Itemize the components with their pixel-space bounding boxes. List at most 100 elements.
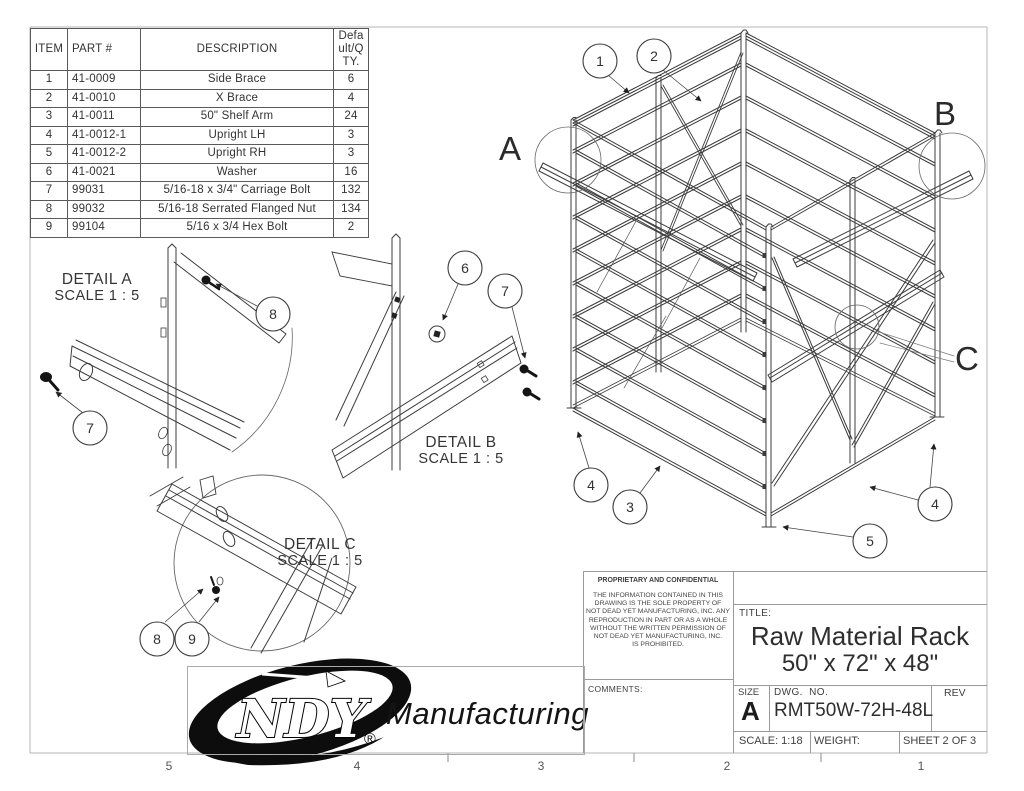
comments-label: COMMENTS: — [588, 684, 643, 694]
front-left-arms — [572, 119, 767, 517]
col-item: ITEM — [30, 28, 68, 71]
hex-bolt-target — [210, 576, 220, 594]
title-label: TITLE: — [739, 608, 772, 619]
drawing-title-line2: 50" x 72" x 48" — [781, 650, 939, 677]
cell-desc: 5/16-18 Serrated Flanged Nut — [140, 199, 334, 219]
balloon-1: 1 — [596, 53, 604, 69]
detail-a-label: DETAIL A — [61, 271, 133, 288]
zone-number-3: 3 — [537, 759, 545, 773]
proprietary-line: NOT DEAD YET MANUFACTURING, INC. ANY — [586, 608, 730, 616]
logo-registered-mark: ® — [364, 731, 376, 748]
loose-arm-b — [792, 170, 974, 268]
logo-manufacturing-text: Manufacturing — [386, 696, 589, 731]
cell-part: 41-0012-1 — [67, 125, 141, 145]
detail-a-scale: SCALE 1 : 5 — [54, 288, 140, 304]
cell-part: 99032 — [67, 199, 141, 219]
detail-c-scale: SCALE 1 : 5 — [277, 553, 363, 569]
weight-label: WEIGHT: — [814, 735, 860, 747]
right-face-shelf-arms — [745, 32, 936, 417]
x-brace — [660, 51, 744, 252]
proprietary-paragraph: THE INFORMATION CONTAINED IN THIS DRAWIN… — [585, 592, 731, 649]
cell-qty: 6 — [333, 70, 369, 90]
cell-desc: Upright LH — [140, 125, 334, 145]
size-label: SIZE — [738, 687, 760, 698]
logo-box — [187, 666, 585, 755]
detail-c-drawing — [149, 474, 357, 654]
detail-b-scale: SCALE 1 : 5 — [418, 451, 504, 467]
cell-desc: X Brace — [140, 88, 334, 108]
balloon-8-detail-a: 8 — [269, 306, 277, 322]
proprietary-line: REPRODUCTION IN PART OR AS A WHOLE — [588, 616, 728, 624]
cell-qty: 132 — [333, 181, 369, 201]
view-c-leaders — [875, 330, 955, 363]
cell-item: 2 — [30, 88, 68, 108]
cell-qty: 134 — [333, 199, 369, 219]
balloon-circles — [72, 38, 953, 657]
carriage-bolts-icon — [519, 364, 541, 401]
rev-label: REV — [944, 687, 966, 699]
view-letter-b: B — [934, 95, 957, 132]
cell-item: 4 — [30, 125, 68, 145]
cell-part: 99104 — [67, 218, 141, 238]
proprietary-line: NOT DEAD YET MANUFACTURING, INC. — [593, 633, 723, 641]
cell-desc: Side Brace — [140, 70, 334, 90]
dwg-no-value: RMT50W-72H-48L — [774, 700, 934, 721]
zone-number-1: 1 — [917, 759, 925, 773]
cell-item: 3 — [30, 107, 68, 127]
detail-view-circles — [534, 126, 986, 350]
proprietary-line: IS PROHIBITED. — [632, 641, 684, 649]
col-qty: Default/QTY. — [333, 28, 369, 71]
cell-item: 6 — [30, 162, 68, 182]
sheet-text: SHEET 2 OF 3 — [903, 735, 977, 747]
detail-b-label: DETAIL B — [425, 434, 497, 451]
detail-c-label: DETAIL C — [283, 536, 357, 553]
cell-item: 5 — [30, 144, 68, 164]
proprietary-line: WITHOUT THE WRITTEN PERMISSION OF — [590, 624, 726, 632]
balloon-9-detail-c: 9 — [188, 631, 196, 647]
col-description: DESCRIPTION — [140, 28, 334, 71]
balloon-7-detail-a: 7 — [86, 420, 94, 436]
front-right-braces — [770, 132, 936, 517]
scale-text: SCALE: 1:18 — [739, 735, 803, 747]
balloon-8-detail-c: 8 — [153, 631, 161, 647]
drawing-title-line1: Raw Material Rack — [750, 621, 970, 651]
balloon-3: 3 — [626, 499, 634, 515]
cell-item: 1 — [30, 70, 68, 90]
balloon-4-left: 4 — [587, 477, 595, 493]
left-face-shelf-arms — [572, 32, 742, 409]
uprights — [566, 29, 945, 528]
zone-number-5: 5 — [165, 759, 173, 773]
cell-desc: 5/16 x 3/4 Hex Bolt — [140, 218, 334, 238]
cell-desc: 50" Shelf Arm — [140, 107, 334, 127]
cell-qty: 3 — [333, 125, 369, 145]
bolt-8-target — [201, 275, 221, 291]
cell-desc: 5/16-18 x 3/4" Carriage Bolt — [140, 181, 334, 201]
detail-b-drawing — [331, 233, 541, 479]
cell-desc: Upright RH — [140, 144, 334, 164]
loose-arm-a — [538, 162, 758, 282]
cell-qty: 2 — [333, 218, 369, 238]
balloon-leaders — [55, 69, 937, 623]
carriage-bolt-icon — [40, 372, 60, 392]
interior-braces — [596, 220, 701, 389]
cell-part: 41-0012-2 — [67, 144, 141, 164]
cell-qty: 4 — [333, 88, 369, 108]
cell-part: 41-0009 — [67, 70, 141, 90]
cell-desc: Washer — [140, 162, 334, 182]
balloon-5: 5 — [866, 533, 874, 549]
cell-item: 7 — [30, 181, 68, 201]
zone-number-2: 2 — [723, 759, 731, 773]
ndy-logo-art: NDY ® Manufacturing — [188, 658, 589, 766]
balloon-7-detail-b: 7 — [501, 283, 509, 299]
proprietary-line: DRAWING IS THE SOLE PROPERTY OF — [594, 600, 722, 608]
view-letter-c: C — [955, 340, 979, 377]
